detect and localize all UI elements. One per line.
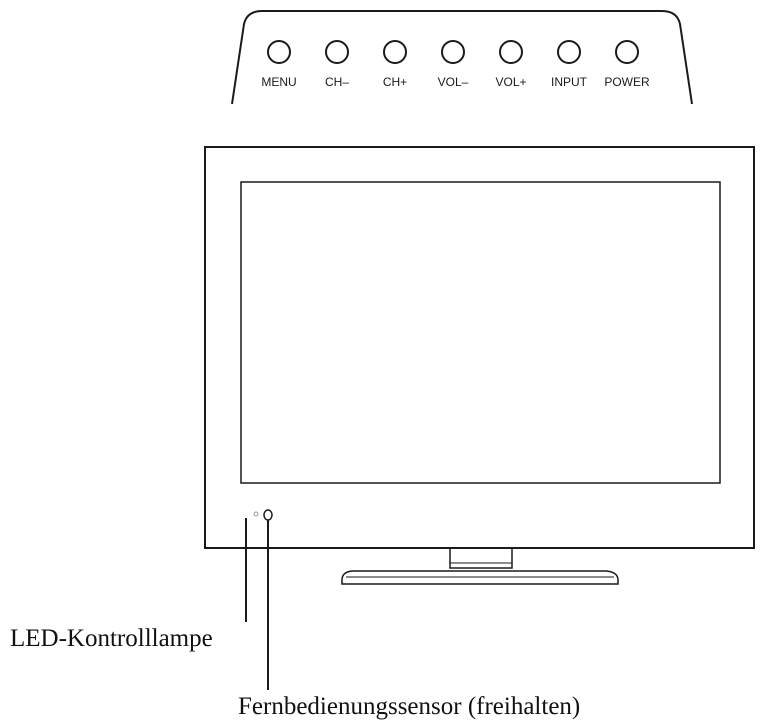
remote-sensor-label: Fernbedienungssensor (freihalten) bbox=[238, 693, 581, 720]
tv-frame bbox=[204, 146, 755, 549]
vol-plus-button-circle[interactable] bbox=[499, 40, 523, 64]
input-button-circle[interactable] bbox=[557, 40, 581, 64]
menu-button-label: MENU bbox=[261, 75, 296, 89]
control-panel-housing bbox=[231, 10, 693, 105]
vol-minus-button[interactable]: VOL– bbox=[438, 40, 469, 89]
led-indicator-label: LED-Kontrolllampe bbox=[10, 625, 213, 652]
led-indicator bbox=[253, 511, 259, 517]
stand-base bbox=[341, 570, 619, 585]
control-buttons: MENU CH– CH+ VOL– VOL+ INPUT POWER bbox=[261, 40, 650, 89]
ch-minus-button-circle[interactable] bbox=[325, 40, 349, 64]
input-button-label: INPUT bbox=[551, 75, 588, 89]
ch-plus-button-label: CH+ bbox=[383, 75, 407, 89]
power-button-circle[interactable] bbox=[615, 40, 639, 64]
ch-plus-button[interactable]: CH+ bbox=[383, 40, 407, 89]
power-button-label: POWER bbox=[604, 75, 650, 89]
vol-plus-button-label: VOL+ bbox=[495, 75, 526, 89]
remote-sensor bbox=[263, 509, 273, 521]
ch-minus-button[interactable]: CH– bbox=[325, 40, 349, 89]
ch-plus-button-circle[interactable] bbox=[383, 40, 407, 64]
menu-button-circle[interactable] bbox=[267, 40, 291, 64]
tv-screen bbox=[240, 181, 721, 484]
input-button[interactable]: INPUT bbox=[551, 40, 588, 89]
ch-minus-button-label: CH– bbox=[325, 75, 349, 89]
vol-minus-button-circle[interactable] bbox=[441, 40, 465, 64]
vol-plus-button[interactable]: VOL+ bbox=[495, 40, 527, 89]
menu-button[interactable]: MENU bbox=[261, 40, 297, 89]
stand-neck bbox=[449, 547, 513, 569]
vol-minus-button-label: VOL– bbox=[438, 75, 469, 89]
power-button[interactable]: POWER bbox=[604, 40, 650, 89]
